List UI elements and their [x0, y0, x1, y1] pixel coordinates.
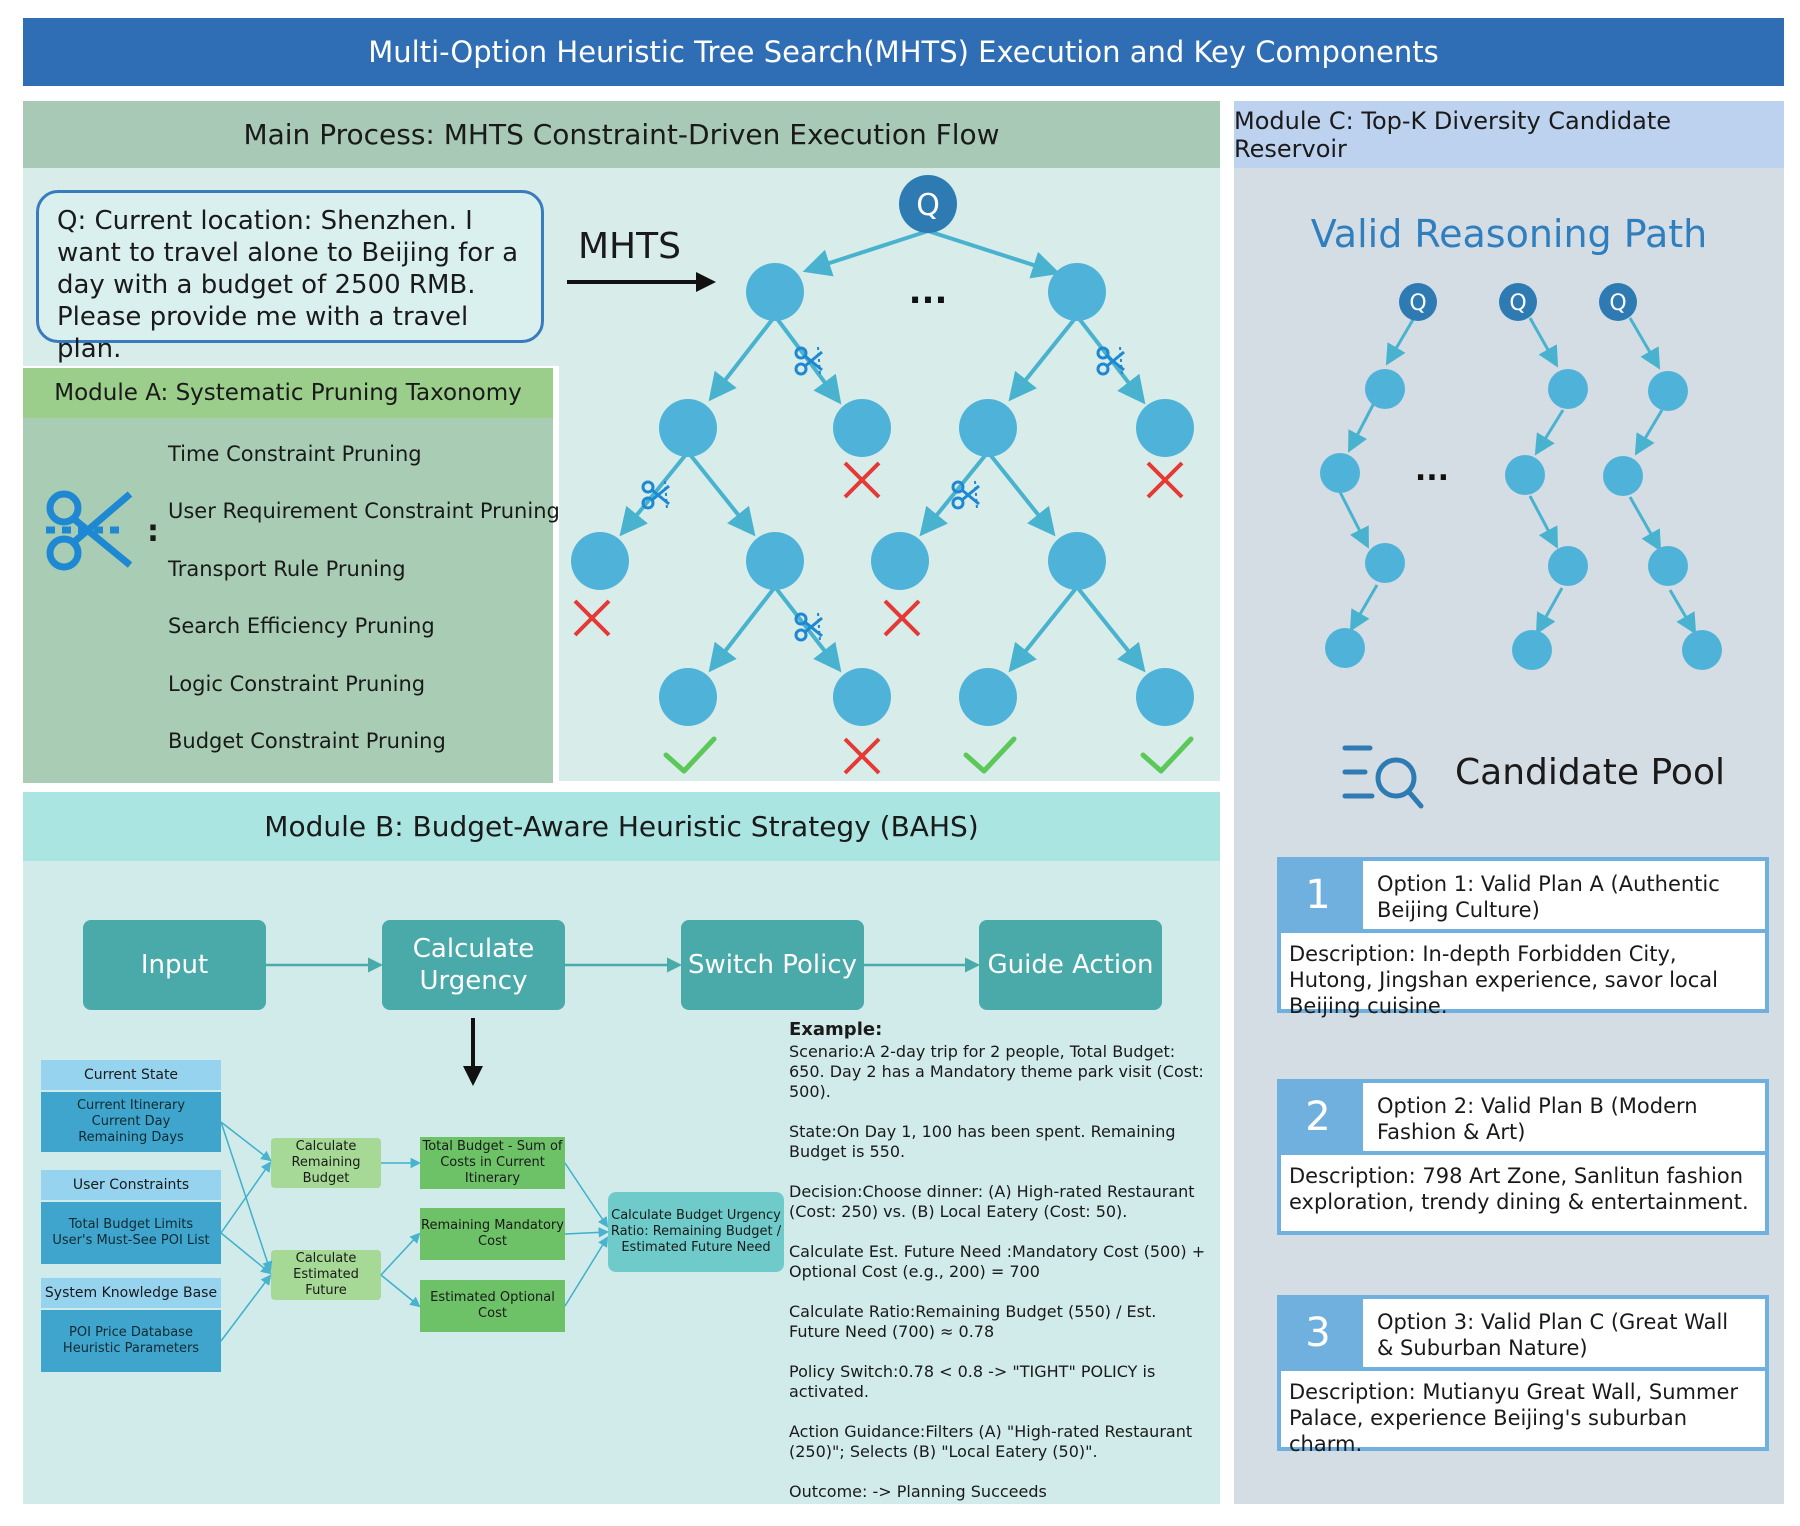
option-3-number: 3	[1277, 1295, 1359, 1371]
root-label: Q	[916, 188, 940, 223]
check-icon	[966, 739, 1014, 771]
path-root-label: Q	[1509, 291, 1526, 316]
example-paragraph: Outcome: -> Planning Succeeds	[789, 1482, 1047, 1501]
mhts-label: MHTS	[578, 226, 681, 267]
pruning-item-transport: Transport Rule Pruning	[168, 557, 406, 581]
flow-guide-action: Guide Action	[979, 920, 1162, 1010]
example-paragraph: Policy Switch:0.78 < 0.8 -> "TIGHT" POLI…	[789, 1362, 1156, 1401]
reasoning-path-nodes	[1320, 369, 1722, 670]
module-b-header: Module B: Budget-Aware Heuristic Strateg…	[23, 792, 1220, 861]
example-paragraph: Decision:Choose dinner: (A) High-rated R…	[789, 1182, 1195, 1221]
scissors-icon	[951, 479, 981, 511]
option-2-number: 2	[1277, 1079, 1359, 1155]
flow-input: Input	[83, 920, 266, 1010]
module-a-colon: :	[147, 514, 159, 549]
example-paragraph: State:On Day 1, 100 has been spent. Rema…	[789, 1122, 1176, 1161]
pruning-item-logic: Logic Constraint Pruning	[168, 672, 426, 696]
example-text: Example: Scenario:A 2-day trip for 2 peo…	[789, 1020, 1209, 1522]
valid-reasoning-path-title: Valid Reasoning Path	[1310, 212, 1708, 256]
search-list-icon	[1342, 745, 1424, 809]
knowledge-base-line: Heuristic Parameters	[62, 1341, 200, 1356]
knowledge-base-title: System Knowledge Base	[41, 1278, 221, 1308]
pruning-item-budget: Budget Constraint Pruning	[168, 729, 446, 753]
flow-calculate-urgency: Calculate Urgency	[382, 920, 565, 1010]
pruning-item-search-efficiency: Search Efficiency Pruning	[168, 614, 435, 638]
module-a-panel	[23, 366, 559, 783]
main-process-header: Main Process: MHTS Constraint-Driven Exe…	[23, 101, 1220, 168]
urgency-ratio-box: Calculate Budget Urgency Ratio: Remainin…	[608, 1192, 784, 1272]
reasoning-path-roots	[1399, 283, 1637, 321]
option-2-description: Description: 798 Art Zone, Sanlitun fash…	[1277, 1155, 1769, 1235]
option-3-title: Option 3: Valid Plan C (Great Wall & Sub…	[1359, 1295, 1769, 1371]
user-constraints-title: User Constraints	[41, 1170, 221, 1200]
flow-switch-policy: Switch Policy	[681, 920, 864, 1010]
check-icon	[1143, 739, 1191, 771]
cross-icon	[883, 599, 921, 637]
root-node	[899, 175, 957, 233]
reasoning-path-edges	[1338, 317, 1697, 635]
path-root-label: Q	[1409, 291, 1426, 316]
candidate-pool-title: Candidate Pool	[1455, 752, 1725, 793]
current-state-line: Current Itinerary	[76, 1098, 186, 1113]
search-tree-nodes	[571, 263, 1194, 726]
example-paragraph: Calculate Est. Future Need :Mandatory Co…	[789, 1242, 1206, 1281]
module-c-panel	[1234, 101, 1784, 1504]
calc-remaining-budget: Calculate Remaining Budget	[271, 1138, 381, 1188]
large-scissors-icon	[46, 490, 133, 571]
example-paragraph: Action Guidance:Filters (A) "High-rated …	[789, 1422, 1193, 1461]
example-title: Example:	[789, 1019, 883, 1040]
current-state-line: Remaining Days	[78, 1130, 184, 1145]
current-state-body: Current Itinerary Current Day Remaining …	[41, 1092, 221, 1152]
query-line: want to travel alone to Beijing for a	[57, 238, 519, 268]
cross-icon	[573, 599, 611, 637]
knowledge-base-body: POI Price Database Heuristic Parameters	[41, 1310, 221, 1372]
option-1-number: 1	[1277, 857, 1359, 933]
user-constraints-body: Total Budget Limits User's Must-See POI …	[41, 1202, 221, 1264]
option-2-title: Option 2: Valid Plan B (Modern Fashion &…	[1359, 1079, 1769, 1155]
module-c-header: Module C: Top-K Diversity Candidate Rese…	[1234, 101, 1784, 168]
example-paragraph: Scenario:A 2-day trip for 2 people, Tota…	[789, 1042, 1204, 1101]
current-state-title: Current State	[41, 1060, 221, 1090]
cross-icon	[843, 737, 881, 775]
option-3-description: Description: Mutianyu Great Wall, Summer…	[1277, 1371, 1769, 1456]
path-ellipsis: ...	[1415, 453, 1449, 488]
pruning-item-user-requirement: User Requirement Constraint Pruning	[168, 499, 560, 523]
calc-estimated-future: Calculate Estimated Future	[271, 1250, 381, 1300]
check-icon	[666, 739, 714, 771]
query-box: Q: Current location: Shenzhen. I want to…	[36, 190, 544, 364]
option-1-title: Option 1: Valid Plan A (Authentic Beijin…	[1359, 857, 1769, 933]
current-state-line: Current Day	[91, 1114, 171, 1129]
remaining-mandatory-box: Remaining Mandatory Cost	[420, 1208, 565, 1260]
knowledge-base-line: POI Price Database	[69, 1325, 193, 1340]
module-b-panel	[23, 792, 1220, 1504]
estimated-optional-box: Estimated Optional Cost	[420, 1280, 565, 1332]
option-1-description: Description: In-depth Forbidden City, Hu…	[1277, 933, 1769, 1018]
module-a-header: Module A: Systematic Pruning Taxonomy	[23, 368, 553, 418]
cross-icon	[843, 461, 881, 499]
sub-flow-connectors	[220, 1121, 610, 1342]
user-constraints-line: Total Budget Limits	[68, 1217, 194, 1232]
query-line: Q: Current location: Shenzhen. I	[57, 206, 473, 236]
path-root-label: Q	[1609, 291, 1626, 316]
example-paragraph: Calculate Ratio:Remaining Budget (550) /…	[789, 1302, 1157, 1341]
query-line: Please provide me with a travel plan.	[57, 302, 469, 364]
page-title: Multi-Option Heuristic Tree Search(MHTS)…	[23, 18, 1784, 86]
total-budget-box: Total Budget - Sum of Costs in Current I…	[420, 1137, 565, 1189]
query-line: day with a budget of 2500 RMB.	[57, 270, 476, 300]
tree-ellipsis: ...	[909, 272, 948, 312]
pruning-item-time: Time Constraint Pruning	[168, 442, 422, 466]
cross-icon	[1146, 461, 1184, 499]
user-constraints-line: User's Must-See POI List	[52, 1233, 210, 1248]
